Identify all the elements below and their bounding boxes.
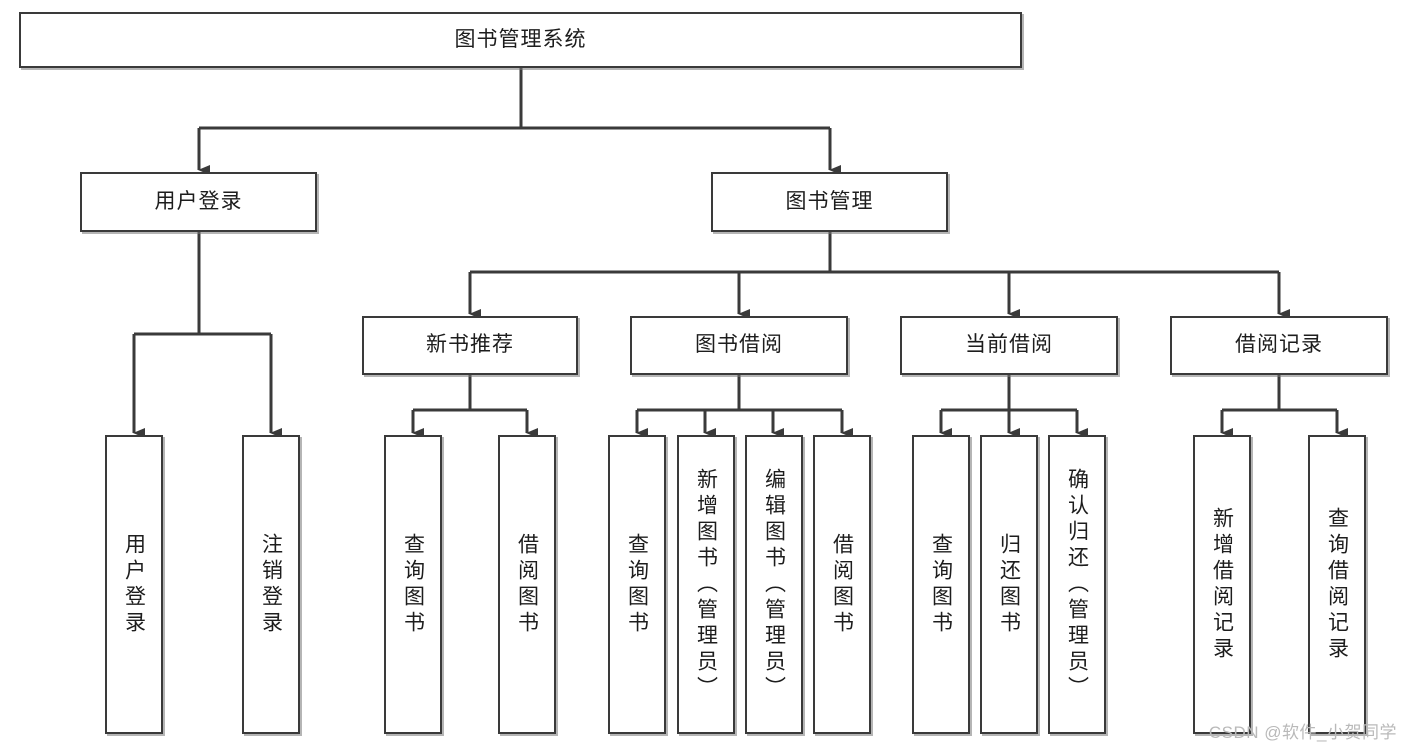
node-label: 归还图书 — [997, 532, 1021, 637]
node-label: 借阅图书 — [515, 532, 539, 637]
node-label: 查询借阅记录 — [1325, 506, 1349, 663]
leaf-borrow-book[interactable]: 借阅图书 — [813, 435, 871, 734]
node-label: 用户登录 — [154, 189, 243, 213]
node-label: 当前借阅 — [965, 333, 1053, 357]
leaf-logout[interactable]: 注销登录 — [242, 435, 300, 734]
node-book-management-system[interactable]: 图书管理系统 — [19, 12, 1022, 68]
node-current-borrow[interactable]: 当前借阅 — [900, 316, 1118, 375]
leaf-edit-book-admin[interactable]: 编辑图书（管理员） — [745, 435, 803, 734]
node-label: 注销登录 — [259, 532, 283, 637]
node-label: 确认归还（管理员） — [1065, 467, 1089, 702]
node-label: 新增图书（管理员） — [694, 467, 718, 702]
leaf-query-borrow-record[interactable]: 查询借阅记录 — [1308, 435, 1366, 734]
leaf-add-borrow-record[interactable]: 新增借阅记录 — [1193, 435, 1251, 734]
node-book-borrow[interactable]: 图书借阅 — [630, 316, 848, 375]
node-book-management[interactable]: 图书管理 — [711, 172, 948, 232]
node-label: 新增借阅记录 — [1210, 506, 1234, 663]
node-label: 图书借阅 — [695, 333, 783, 357]
node-label: 新书推荐 — [426, 333, 514, 357]
node-label: 查询图书 — [929, 532, 953, 637]
csdn-watermark: CSDN @软件_小贺同学 — [1208, 723, 1397, 742]
node-new-book-recommend[interactable]: 新书推荐 — [362, 316, 578, 375]
leaf-user-login[interactable]: 用户登录 — [105, 435, 163, 734]
node-label: 查询图书 — [625, 532, 649, 637]
leaf-borrow-book-recommend[interactable]: 借阅图书 — [498, 435, 556, 734]
node-label: 借阅图书 — [830, 532, 854, 637]
node-label: 查询图书 — [401, 532, 425, 637]
node-label: 图书管理 — [785, 189, 874, 213]
node-borrow-record[interactable]: 借阅记录 — [1170, 316, 1388, 375]
leaf-confirm-return-admin[interactable]: 确认归还（管理员） — [1048, 435, 1106, 734]
leaf-add-book-admin[interactable]: 新增图书（管理员） — [677, 435, 735, 734]
leaf-query-book-recommend[interactable]: 查询图书 — [384, 435, 442, 734]
leaf-query-book-current[interactable]: 查询图书 — [912, 435, 970, 734]
leaf-query-book-borrow[interactable]: 查询图书 — [608, 435, 666, 734]
node-label: 借阅记录 — [1235, 333, 1323, 357]
node-label: 编辑图书（管理员） — [762, 467, 786, 702]
leaf-return-book[interactable]: 归还图书 — [980, 435, 1038, 734]
node-label: 图书管理系统 — [454, 27, 587, 51]
node-label: 用户登录 — [122, 532, 146, 637]
node-user-login[interactable]: 用户登录 — [80, 172, 317, 232]
